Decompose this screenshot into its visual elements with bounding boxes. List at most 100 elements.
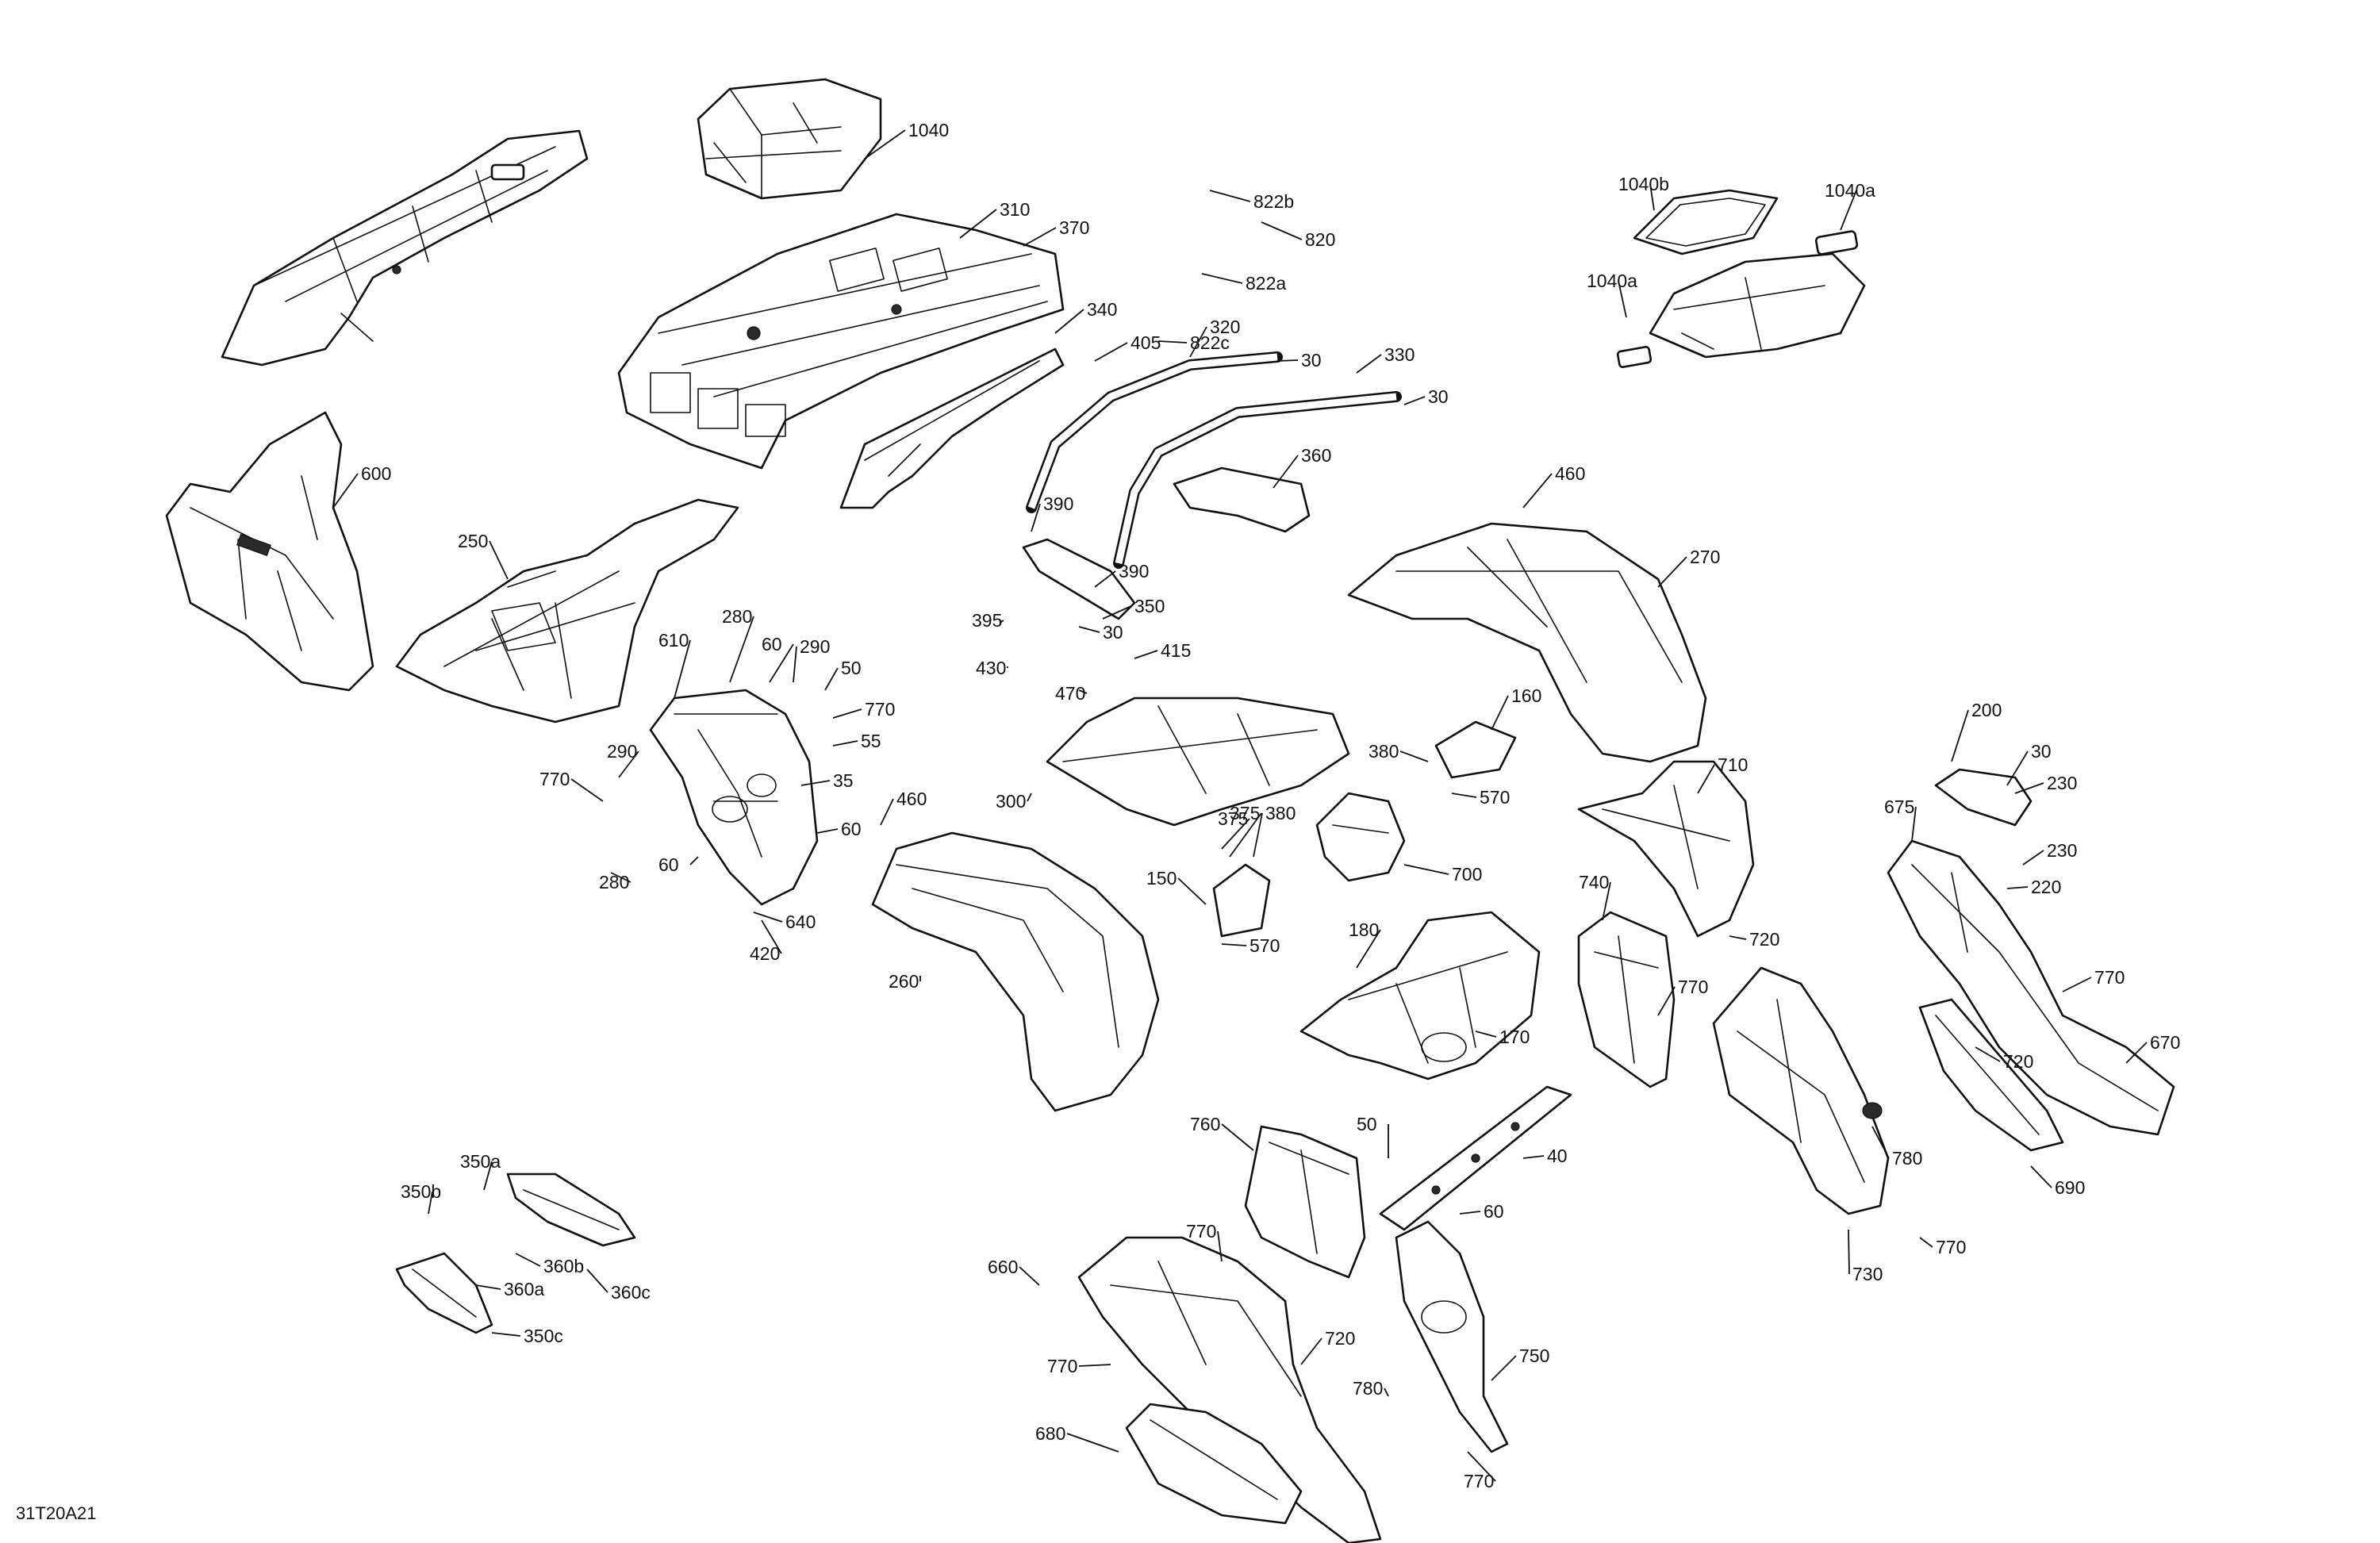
callout-395: 395 — [972, 610, 1002, 631]
callout-730: 730 — [1852, 1264, 1883, 1284]
callout-822c: 822c — [1190, 332, 1230, 353]
callout-1040b: 1040b — [1618, 174, 1669, 194]
callout-770: 770 — [1936, 1237, 1966, 1257]
part-360-bracket — [1173, 466, 1311, 533]
callout-leader — [1094, 342, 1128, 362]
callout-170: 170 — [1499, 1027, 1530, 1047]
callout-leader — [1157, 340, 1188, 344]
callout-760: 760 — [1190, 1114, 1220, 1134]
callout-670: 670 — [2150, 1032, 2180, 1053]
callout-822a: 822a — [1246, 273, 1286, 294]
callout-leader — [1356, 354, 1382, 374]
part-200 — [1934, 768, 2033, 827]
callout-leader — [1522, 1155, 1545, 1159]
callout-220: 220 — [2031, 877, 2061, 897]
callout-780: 780 — [1892, 1148, 1922, 1169]
callout-leader — [1618, 280, 1627, 318]
callout-280: 280 — [722, 606, 752, 627]
callout-leader — [1177, 877, 1207, 905]
callout-leader — [491, 1332, 521, 1337]
callout-300: 300 — [996, 791, 1026, 812]
callout-375: 375 — [1218, 808, 1248, 829]
callout-405: 405 — [1130, 332, 1161, 353]
callout-leader — [1031, 503, 1041, 532]
callout-770: 770 — [1678, 977, 1708, 997]
part-660 — [1077, 1236, 1382, 1543]
callout-720: 720 — [1325, 1328, 1355, 1349]
callout-leader — [793, 646, 797, 683]
callout-leader — [1522, 473, 1553, 509]
callout-380: 380 — [1368, 741, 1399, 762]
callout-260: 260 — [889, 971, 919, 992]
callout-leader — [1403, 864, 1449, 875]
callout-leader — [428, 1191, 433, 1215]
callout-60: 60 — [1484, 1201, 1504, 1222]
callout-leader — [1094, 570, 1116, 588]
callout-200: 200 — [1971, 700, 2002, 720]
callout-leader — [880, 798, 894, 826]
callout-160: 160 — [1511, 685, 1541, 706]
part-320-rail — [1026, 351, 1283, 513]
callout-leader — [1475, 1031, 1497, 1038]
callout-leader — [2006, 886, 2029, 889]
callout-822b: 822b — [1253, 191, 1294, 212]
part-1040-box-right — [1649, 252, 1866, 359]
callout-1040a: 1040a — [1825, 180, 1875, 201]
callout-leader — [515, 1253, 541, 1267]
callout-270: 270 — [1690, 547, 1720, 567]
callout-leader — [2062, 977, 2092, 992]
part-300-cover — [1046, 697, 1350, 827]
callout-415: 415 — [1161, 640, 1191, 661]
callout-700: 700 — [1452, 864, 1482, 885]
callout-leader — [1697, 764, 1715, 794]
callout-250: 250 — [458, 531, 488, 551]
callout-leader — [1848, 1229, 1850, 1275]
callout-leader — [1459, 1211, 1481, 1215]
part-170-assembly — [1299, 911, 1541, 1080]
callout-330: 330 — [1384, 344, 1415, 365]
callout-leader — [489, 540, 509, 580]
part-350-bracket — [1022, 538, 1136, 620]
callout-leader — [1201, 273, 1243, 284]
callout-leader — [1451, 793, 1477, 798]
callout-leader — [1729, 935, 1747, 940]
callout-leader — [1384, 1388, 1389, 1397]
callout-460: 460 — [1555, 463, 1585, 484]
figure-reference: 31T20A21 — [16, 1503, 97, 1523]
callout-460: 460 — [896, 789, 927, 809]
callout-leader — [1399, 750, 1429, 762]
callout-leader — [2014, 782, 2044, 794]
callout-leader — [1602, 881, 1611, 921]
callout-430: 430 — [976, 658, 1006, 678]
callout-leader — [1078, 689, 1088, 694]
part-1040-storage-box — [697, 78, 882, 200]
part-270-fender — [1347, 522, 1707, 763]
callout-leader — [1911, 806, 1917, 842]
callout-350b: 350b — [401, 1181, 441, 1202]
callout-40: 40 — [1547, 1146, 1568, 1166]
part-150 — [1212, 863, 1271, 938]
callout-leader — [1649, 183, 1655, 211]
callout-55: 55 — [861, 731, 881, 751]
callout-600: 600 — [361, 463, 391, 484]
callout-leader — [1253, 812, 1263, 858]
callout-770: 770 — [2094, 967, 2125, 988]
callout-leader — [1221, 943, 1247, 946]
callout-leader — [1229, 812, 1262, 858]
callout-350a: 350a — [460, 1151, 501, 1172]
callout-leader — [586, 1269, 608, 1293]
callout-60: 60 — [762, 634, 782, 654]
part-260-fender — [871, 831, 1160, 1112]
callout-60: 60 — [658, 854, 679, 875]
callout-leader — [1403, 396, 1426, 405]
part-710 — [1577, 760, 1755, 938]
callout-leader — [1209, 190, 1251, 202]
callout-770: 770 — [1186, 1221, 1216, 1242]
callout-150: 150 — [1146, 868, 1177, 889]
callout-leader — [483, 1161, 493, 1191]
callout-720: 720 — [1749, 929, 1779, 950]
part-690 — [1918, 998, 2064, 1152]
part-760 — [1244, 1125, 1366, 1279]
callout-710: 710 — [1718, 754, 1748, 775]
